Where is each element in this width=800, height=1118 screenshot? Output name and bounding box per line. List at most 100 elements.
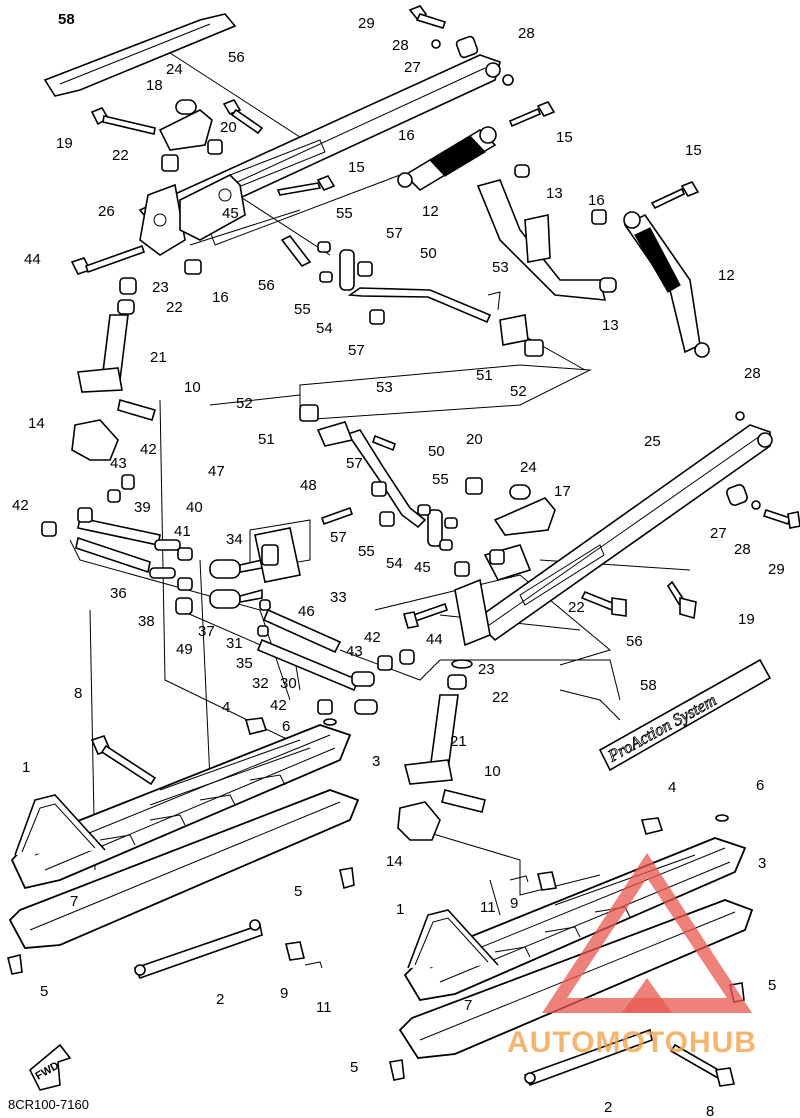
callout-42: 42 xyxy=(140,441,157,458)
bolt-15-c xyxy=(650,181,700,210)
pin-11-right xyxy=(509,875,529,883)
callout-44: 44 xyxy=(426,631,443,648)
callout-19: 19 xyxy=(56,135,73,152)
callout-24: 24 xyxy=(166,61,183,78)
washer-28-top xyxy=(431,39,441,49)
callout-28: 28 xyxy=(734,541,751,558)
shock-absorber-12-right xyxy=(591,209,710,358)
callout-23: 23 xyxy=(152,279,169,296)
plate-46 xyxy=(254,527,301,583)
spindle-21-left xyxy=(77,277,137,393)
nut-9-left xyxy=(285,941,305,961)
rods-30-33 xyxy=(256,599,415,715)
collar-10-left xyxy=(117,398,156,421)
callout-9: 9 xyxy=(280,985,288,1002)
callout-56: 56 xyxy=(626,633,643,650)
callout-51: 51 xyxy=(258,431,275,448)
callout-1: 1 xyxy=(22,759,30,776)
callout-53: 53 xyxy=(492,259,509,276)
callout-11: 11 xyxy=(316,999,332,1016)
callout-11: 11 xyxy=(480,899,496,916)
callout-54: 54 xyxy=(316,320,333,337)
callout-21: 21 xyxy=(450,733,467,750)
callout-19: 19 xyxy=(738,611,755,628)
callout-28: 28 xyxy=(392,37,409,54)
lower-suspension-arm-25 xyxy=(473,411,773,642)
callout-14: 14 xyxy=(386,853,403,870)
callout-39: 39 xyxy=(134,499,151,516)
center-bracket xyxy=(476,164,607,301)
callout-42: 42 xyxy=(270,697,287,714)
callout-44: 44 xyxy=(24,251,41,268)
bolt-8-left xyxy=(90,735,157,786)
callout-5: 5 xyxy=(768,977,776,994)
callout-34: 34 xyxy=(226,531,243,548)
callout-5: 5 xyxy=(294,883,302,900)
bolt-19-top xyxy=(90,107,156,135)
callout-13: 13 xyxy=(546,185,563,202)
washer-6-right xyxy=(715,814,729,822)
callout-42: 42 xyxy=(364,629,381,646)
callout-43: 43 xyxy=(346,643,363,660)
bolt-8-right xyxy=(669,1043,735,1087)
callout-2: 2 xyxy=(216,991,224,1008)
callout-41: 41 xyxy=(174,523,191,540)
rods-36-39 xyxy=(41,474,181,579)
callout-25: 25 xyxy=(644,433,661,450)
callout-23: 23 xyxy=(478,661,495,678)
callout-9: 9 xyxy=(510,895,518,912)
callout-57: 57 xyxy=(348,342,365,359)
callout-15: 15 xyxy=(348,159,365,176)
nut-4-left xyxy=(244,717,268,735)
callout-20: 20 xyxy=(220,119,237,136)
callout-52: 52 xyxy=(510,383,527,400)
callout-28: 28 xyxy=(518,25,535,42)
callout-32: 32 xyxy=(252,675,269,692)
callout-3: 3 xyxy=(758,855,766,872)
washer-6-left xyxy=(323,718,337,726)
callout-48: 48 xyxy=(300,477,317,494)
callout-55: 55 xyxy=(432,471,449,488)
diagram-code: 8CR100-7160 xyxy=(8,1097,89,1112)
callout-55: 55 xyxy=(294,301,311,318)
callout-6: 6 xyxy=(282,718,290,735)
ski-assembly-left xyxy=(8,724,360,979)
bolt-15-a xyxy=(508,101,556,128)
stabilizer-rod-50-upper xyxy=(280,234,544,357)
callout-1: 1 xyxy=(396,901,404,918)
callout-46: 46 xyxy=(298,603,315,620)
callout-21: 21 xyxy=(150,349,167,366)
callout-8: 8 xyxy=(74,685,82,702)
callout-45: 45 xyxy=(414,559,431,576)
callout-38: 38 xyxy=(138,613,155,630)
callout-27: 27 xyxy=(710,525,727,542)
callout-17: 17 xyxy=(554,483,571,500)
callout-16: 16 xyxy=(212,289,229,306)
callout-37: 37 xyxy=(198,623,215,640)
collar-10-right xyxy=(441,789,486,813)
shock-absorber-12-left xyxy=(397,126,497,192)
callout-13: 13 xyxy=(602,317,619,334)
callout-22: 22 xyxy=(492,689,509,706)
decal-text: ProAction System xyxy=(604,690,720,766)
callout-24: 24 xyxy=(520,459,537,476)
pin-11-left xyxy=(304,961,323,969)
callout-3: 3 xyxy=(372,753,380,770)
callout-55: 55 xyxy=(358,543,375,560)
callout-22: 22 xyxy=(112,147,129,164)
stabilizer-rod-50-lower xyxy=(299,404,470,577)
decal-58-proaction xyxy=(598,658,772,772)
callout-28: 28 xyxy=(744,365,761,382)
callout-42: 42 xyxy=(12,497,29,514)
callout-56: 56 xyxy=(228,49,245,66)
bracket-14-right xyxy=(397,801,441,841)
bracket-14-left xyxy=(71,419,119,461)
callout-40: 40 xyxy=(186,499,203,516)
callout-57: 57 xyxy=(330,529,347,546)
decal-strip-top xyxy=(43,13,237,97)
callout-26: 26 xyxy=(98,203,115,220)
callout-54: 54 xyxy=(386,555,403,572)
callout-55: 55 xyxy=(336,205,353,222)
callout-58: 58 xyxy=(640,677,657,694)
callout-12: 12 xyxy=(718,267,735,284)
